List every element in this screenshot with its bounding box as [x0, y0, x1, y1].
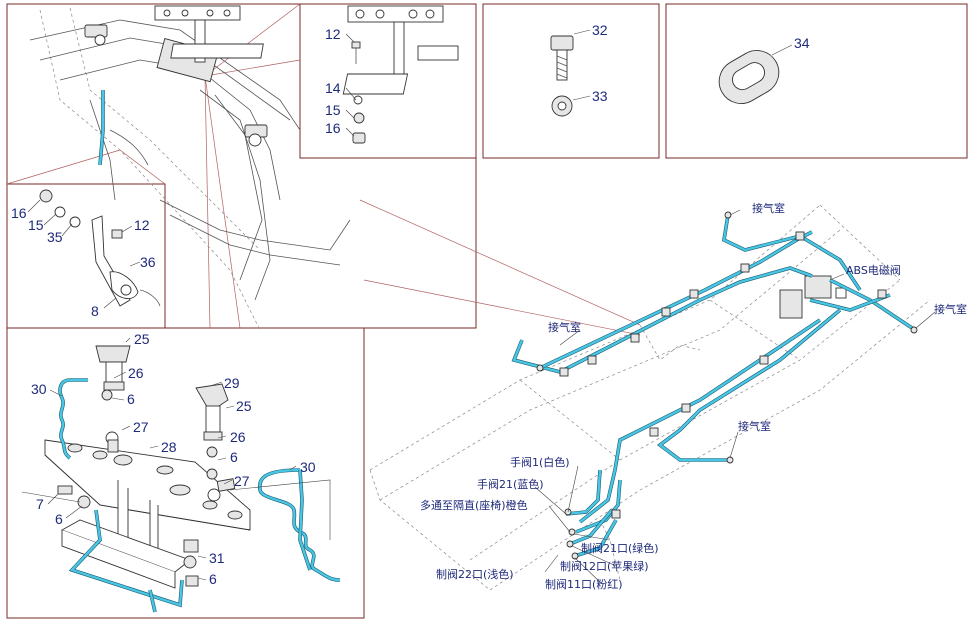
- part-number: 8: [91, 303, 99, 319]
- part-number: 31: [209, 550, 225, 566]
- label-abs-valve: ABS电磁阀: [846, 263, 901, 277]
- bolt-detail: 32 33: [550, 22, 608, 117]
- part-number: 16: [325, 120, 341, 136]
- part-number: 26: [128, 365, 144, 381]
- part-number: 6: [209, 571, 217, 587]
- part-number: 6: [55, 511, 63, 527]
- part-number: 25: [134, 331, 150, 347]
- part-number: 28: [161, 439, 177, 455]
- bottom-assembly: 25 30 26 6 29 25 27 26 28 6 27 30 7 6 31…: [21, 331, 341, 613]
- part-number: 27: [133, 419, 149, 435]
- inset-frames: [6, 3, 968, 619]
- part-number: 16: [11, 205, 27, 221]
- frame-bolt-detail: [482, 3, 660, 159]
- label-brake-valve-11: 制阀11口(粉红): [545, 577, 623, 591]
- pipe-routing: [369, 204, 936, 591]
- chassis-frame-sketch: [29, 5, 351, 331]
- label-air-chamber-mid: 接气室: [738, 419, 771, 433]
- label-hand-valve-1: 手阀1(白色): [510, 455, 570, 469]
- label-brake-valve-12: 制阀12口(苹果绿): [560, 559, 649, 573]
- pipe-network: [511, 214, 916, 558]
- part-number: 30: [31, 381, 47, 397]
- label-air-chamber-top: 接气室: [752, 201, 785, 215]
- part-number: 12: [134, 217, 150, 233]
- label-air-chamber-left: 接气室: [548, 320, 581, 334]
- frame-grommet-detail: [665, 3, 968, 159]
- part-number: 29: [224, 375, 240, 391]
- part-number: 7: [36, 496, 44, 512]
- label-air-chamber-right: 接气室: [934, 302, 967, 316]
- part-number: 27: [234, 473, 250, 489]
- part-number: 15: [28, 217, 44, 233]
- part-number: 30: [300, 459, 316, 475]
- bracket-detail: 16 15 35 12 36 8: [11, 189, 161, 319]
- label-hand-valve-21: 手阀21(蓝色): [477, 477, 544, 491]
- pipe-labels: 接气室 ABS电磁阀 接气室 接气室 接气室 手阀1(白色) 手阀21(蓝色) …: [420, 201, 967, 591]
- part-number: 25: [236, 398, 252, 414]
- frame-bottom-detail: [6, 327, 365, 619]
- frame-fastener-detail: [299, 3, 477, 159]
- part-number: 15: [325, 102, 341, 118]
- part-number: 34: [794, 35, 810, 51]
- part-number: 32: [592, 22, 608, 38]
- grommet-detail: 34: [718, 35, 810, 104]
- label-multi-pass: 多通至隔直(座椅)橙色: [420, 498, 528, 512]
- part-number: 6: [127, 391, 135, 407]
- fastener-detail: 12 14 15 16: [325, 5, 459, 144]
- part-number: 36: [140, 254, 156, 270]
- part-number: 35: [47, 229, 63, 245]
- label-brake-valve-22: 制阀22口(浅色): [436, 567, 514, 581]
- label-brake-valve-21: 制阀21口(绿色): [581, 541, 659, 555]
- part-number: 26: [230, 429, 246, 445]
- part-number: 12: [325, 26, 341, 42]
- part-number: 33: [592, 88, 608, 104]
- part-number: 6: [230, 449, 238, 465]
- pipe-clips: [536, 211, 918, 560]
- part-number: 14: [325, 80, 341, 96]
